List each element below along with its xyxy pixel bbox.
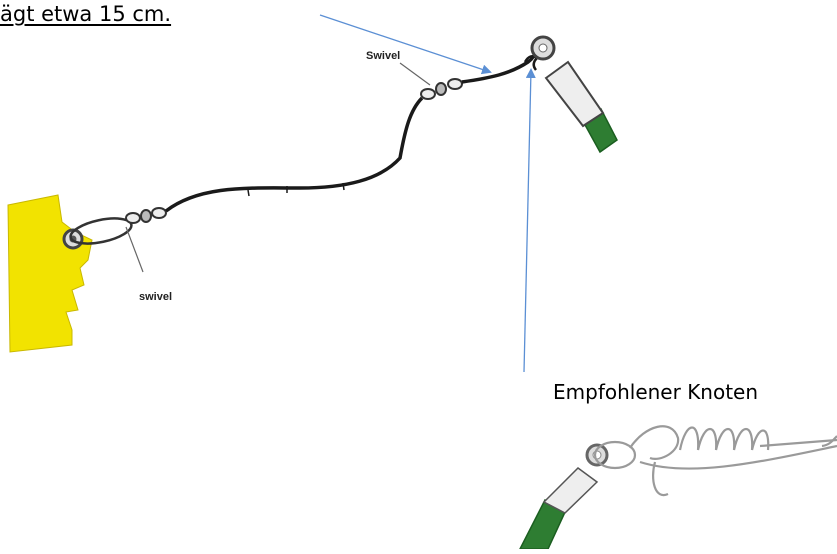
upper-line <box>461 47 539 84</box>
caption-text: ägt etwa 15 cm. <box>0 2 172 26</box>
caption-pointer-arrow <box>319 14 492 75</box>
swivel-lower <box>125 207 167 224</box>
line-ticks <box>247 182 345 197</box>
swivel-bottom-label: swivel <box>139 291 172 303</box>
knot-pointer-arrow <box>523 68 536 373</box>
knot-illustration <box>518 425 837 550</box>
knot-label: Empfohlener Knoten <box>553 380 759 404</box>
main-line <box>164 96 424 213</box>
swivel-bottom-leader <box>125 226 144 273</box>
swivel-top-leader <box>399 62 431 86</box>
rod-tip-upper <box>530 35 618 154</box>
swivel-top-label: Swivel <box>366 50 400 62</box>
yellow-target-shape <box>7 194 93 353</box>
swivel-upper <box>420 78 463 100</box>
line-loop <box>69 217 133 245</box>
